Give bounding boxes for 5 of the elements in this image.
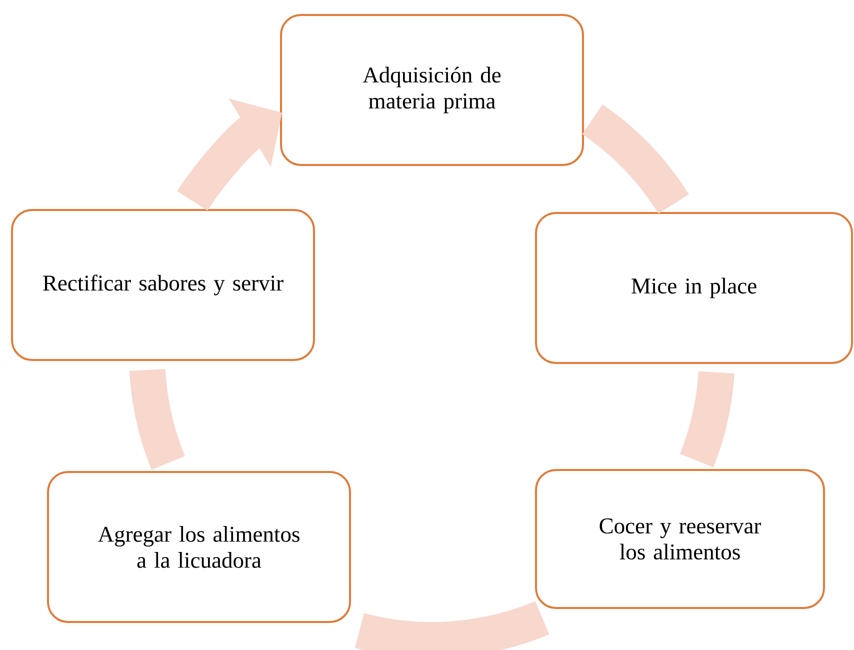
process-box: Agregar los alimentos a la licuadora: [47, 471, 351, 623]
process-box: Rectificar sabores y servir: [11, 208, 315, 361]
process-box: Adquisición de materia prima: [280, 14, 584, 166]
process-box: Cocer y reeservar los alimentos: [535, 468, 825, 609]
process-box: Mice in place: [535, 212, 853, 364]
